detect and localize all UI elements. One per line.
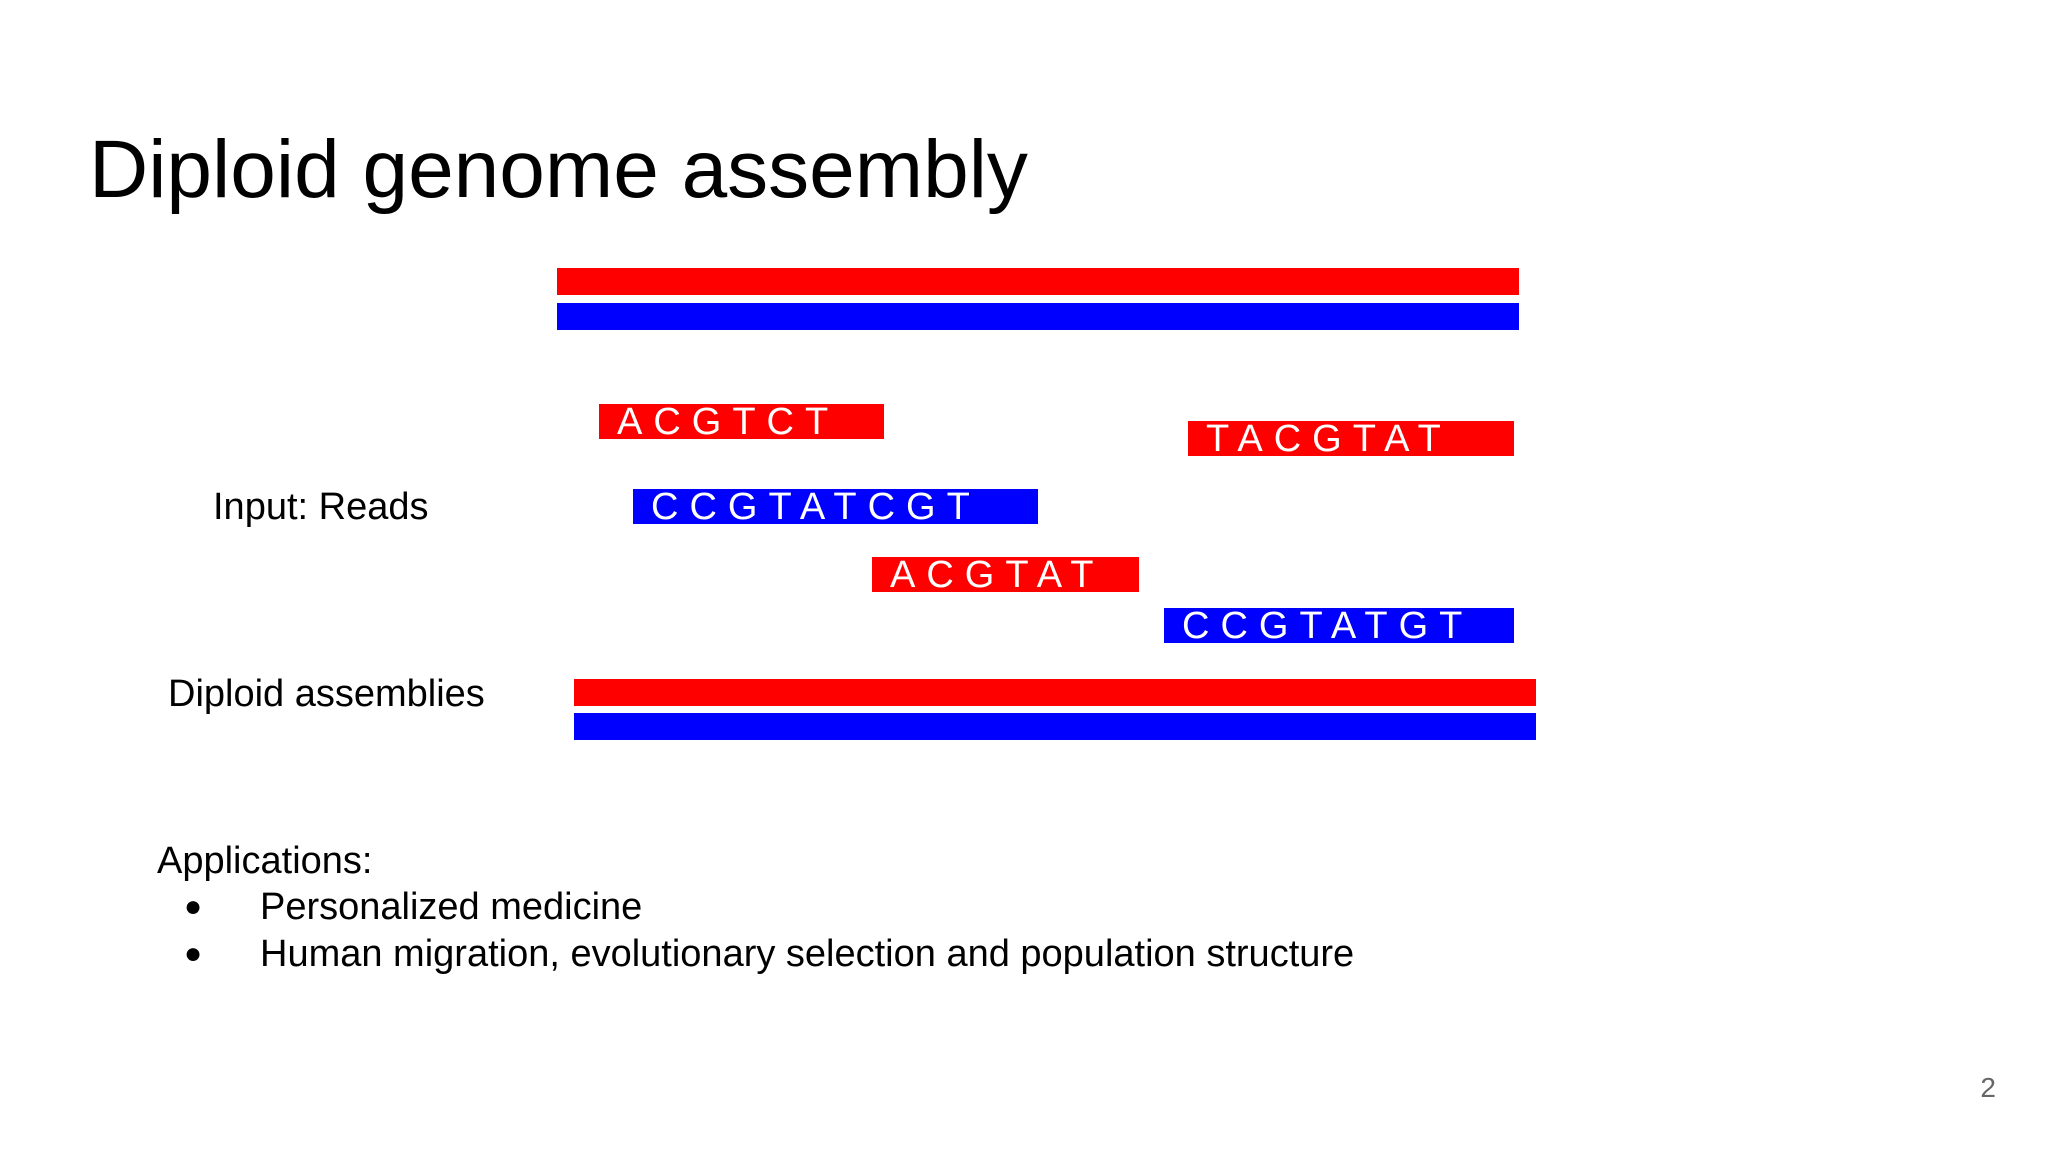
diploid-assemblies-label: Diploid assemblies — [168, 673, 485, 715]
application-item-text: Personalized medicine — [260, 886, 643, 928]
read-acgtat: ACGTAT — [872, 557, 1139, 592]
reference-haplotype-blue-bar — [557, 303, 1519, 330]
page-number: 2 — [1980, 1072, 1996, 1103]
slide-title: Diploid genome assembly — [89, 124, 1028, 215]
applications-heading: Applications: — [157, 840, 373, 882]
reference-haplotype-red-bar — [557, 268, 1519, 295]
read-ccgtatgt: CCGTATGT — [1164, 608, 1514, 643]
assembly-haplotype-blue-bar — [574, 713, 1536, 740]
bullet-icon: ● — [184, 890, 203, 923]
read-ccgtatcgt: CCGTATCGT — [633, 489, 1038, 524]
read-tacgtat: TACGTAT — [1188, 421, 1514, 456]
assembly-haplotype-red-bar — [574, 679, 1536, 706]
read-acgtct: ACGTCT — [599, 404, 884, 439]
input-reads-label: Input: Reads — [213, 486, 429, 528]
application-item-text: Human migration, evolutionary selection … — [260, 933, 1355, 975]
bullet-icon: ● — [184, 937, 203, 970]
